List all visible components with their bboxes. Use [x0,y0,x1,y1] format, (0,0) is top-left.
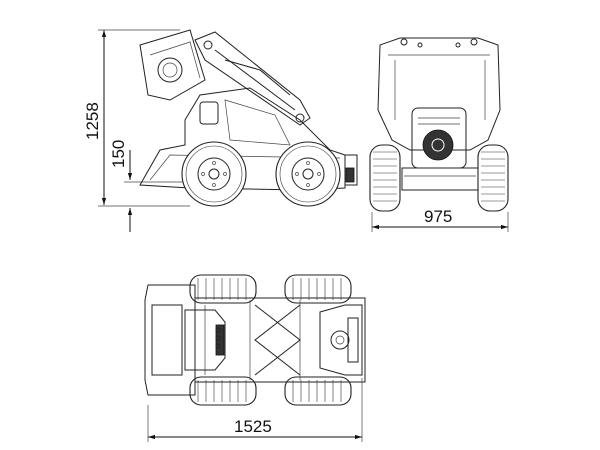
ground-clearance-label: 150 [109,140,128,168]
bucket [139,29,206,101]
track-width-dimension: 975 [371,207,509,232]
top-wheels [189,274,352,406]
height-dimension: 1258 [83,29,190,207]
rear-left-wheel [369,144,401,212]
length-dimension: 1525 [147,378,363,442]
height-total-label: 1258 [83,102,102,140]
length-total-label: 1525 [234,417,272,436]
side-view: 1258 150 [83,29,358,232]
top-view: 1525 [144,274,366,442]
side-front-wheel [181,141,247,207]
engine [411,107,467,169]
ground-clearance-dimension: 150 [109,140,190,232]
track-width-label: 975 [424,207,452,226]
rear-view: 975 [369,37,509,232]
rear-right-wheel [477,144,509,212]
side-rear-wheel [275,141,341,207]
